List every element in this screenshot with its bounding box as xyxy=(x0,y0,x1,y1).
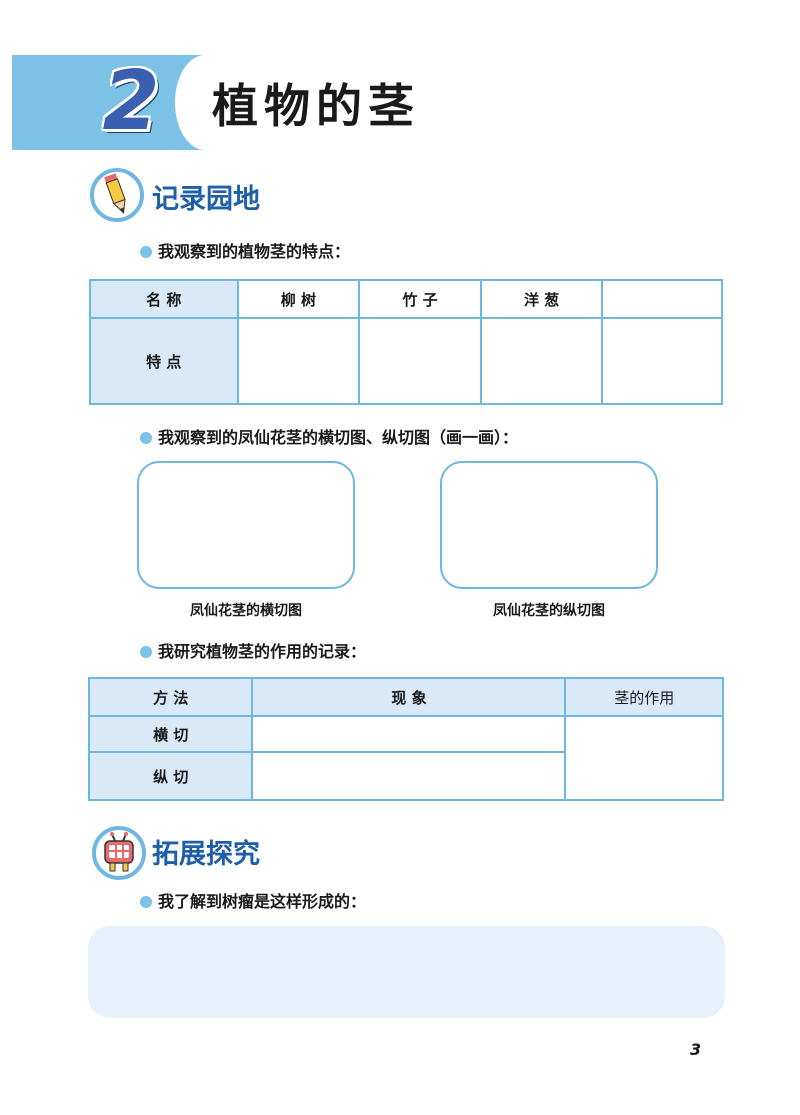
prompt-stem-function: 我研究植物茎的作用的记录： xyxy=(140,640,366,664)
pencil-icon xyxy=(90,168,144,222)
cross-section-drawing-box[interactable] xyxy=(137,461,355,589)
bullet-dot xyxy=(140,246,152,258)
page-number: 3 xyxy=(690,1040,702,1059)
column-header: 洋 葱 xyxy=(479,279,604,319)
longitudinal-section-drawing-box[interactable] xyxy=(440,461,658,589)
row-label-features: 特 点 xyxy=(89,317,239,405)
plant-stem-table: 名 称 柳 树 竹 子 洋 葱 特 点 xyxy=(89,279,723,405)
chapter-number: 2 xyxy=(102,54,160,149)
method-long-cut: 纵 切 xyxy=(87,751,254,801)
prompt-text: 我观察到的植物茎的特点： xyxy=(158,242,351,261)
feature-cell[interactable] xyxy=(236,317,361,405)
method-cross-cut: 横 切 xyxy=(87,715,254,753)
prompt-drawings: 我观察到的凤仙花茎的横切图、纵切图（画一画）： xyxy=(140,426,518,450)
column-header xyxy=(601,279,723,319)
column-header: 柳 树 xyxy=(236,279,361,319)
longitudinal-section-caption: 凤仙花茎的纵切图 xyxy=(493,603,605,619)
stem-function-table: 方 法 现 象 茎的作用 横 切 纵 切 xyxy=(87,677,724,801)
prompt-stem-features: 我观察到的植物茎的特点： xyxy=(140,240,350,264)
prompt-text: 我研究植物茎的作用的记录： xyxy=(158,642,367,661)
header-method: 方 法 xyxy=(87,677,254,717)
row-label-name: 名 称 xyxy=(89,279,239,319)
bullet-dot xyxy=(140,896,152,908)
page-title: 植物的茎 xyxy=(212,79,420,133)
bullet-dot xyxy=(140,432,152,444)
prompt-text: 我观察到的凤仙花茎的横切图、纵切图（画一画）： xyxy=(158,428,519,447)
section-title-record: 记录园地 xyxy=(152,184,260,215)
header-stem-function: 茎的作用 xyxy=(564,677,724,717)
feature-cell[interactable] xyxy=(358,317,482,405)
feature-cell[interactable] xyxy=(479,317,604,405)
cross-section-caption: 凤仙花茎的横切图 xyxy=(190,603,302,619)
chapter-banner xyxy=(12,55,202,150)
header-phenomenon: 现 象 xyxy=(251,677,567,717)
banner-curve xyxy=(175,55,235,150)
phenomenon-cell[interactable] xyxy=(251,751,567,801)
stem-function-cell[interactable] xyxy=(564,715,724,801)
column-header: 竹 子 xyxy=(358,279,482,319)
section-title-extend: 拓展探究 xyxy=(152,839,260,870)
feature-cell[interactable] xyxy=(601,317,723,405)
phenomenon-cell[interactable] xyxy=(251,715,567,753)
robot-icon xyxy=(92,826,146,880)
bullet-dot xyxy=(140,646,152,658)
prompt-tree-burl: 我了解到树瘤是这样形成的： xyxy=(140,890,366,914)
answer-box[interactable] xyxy=(88,926,725,1018)
prompt-text: 我了解到树瘤是这样形成的： xyxy=(158,892,367,911)
